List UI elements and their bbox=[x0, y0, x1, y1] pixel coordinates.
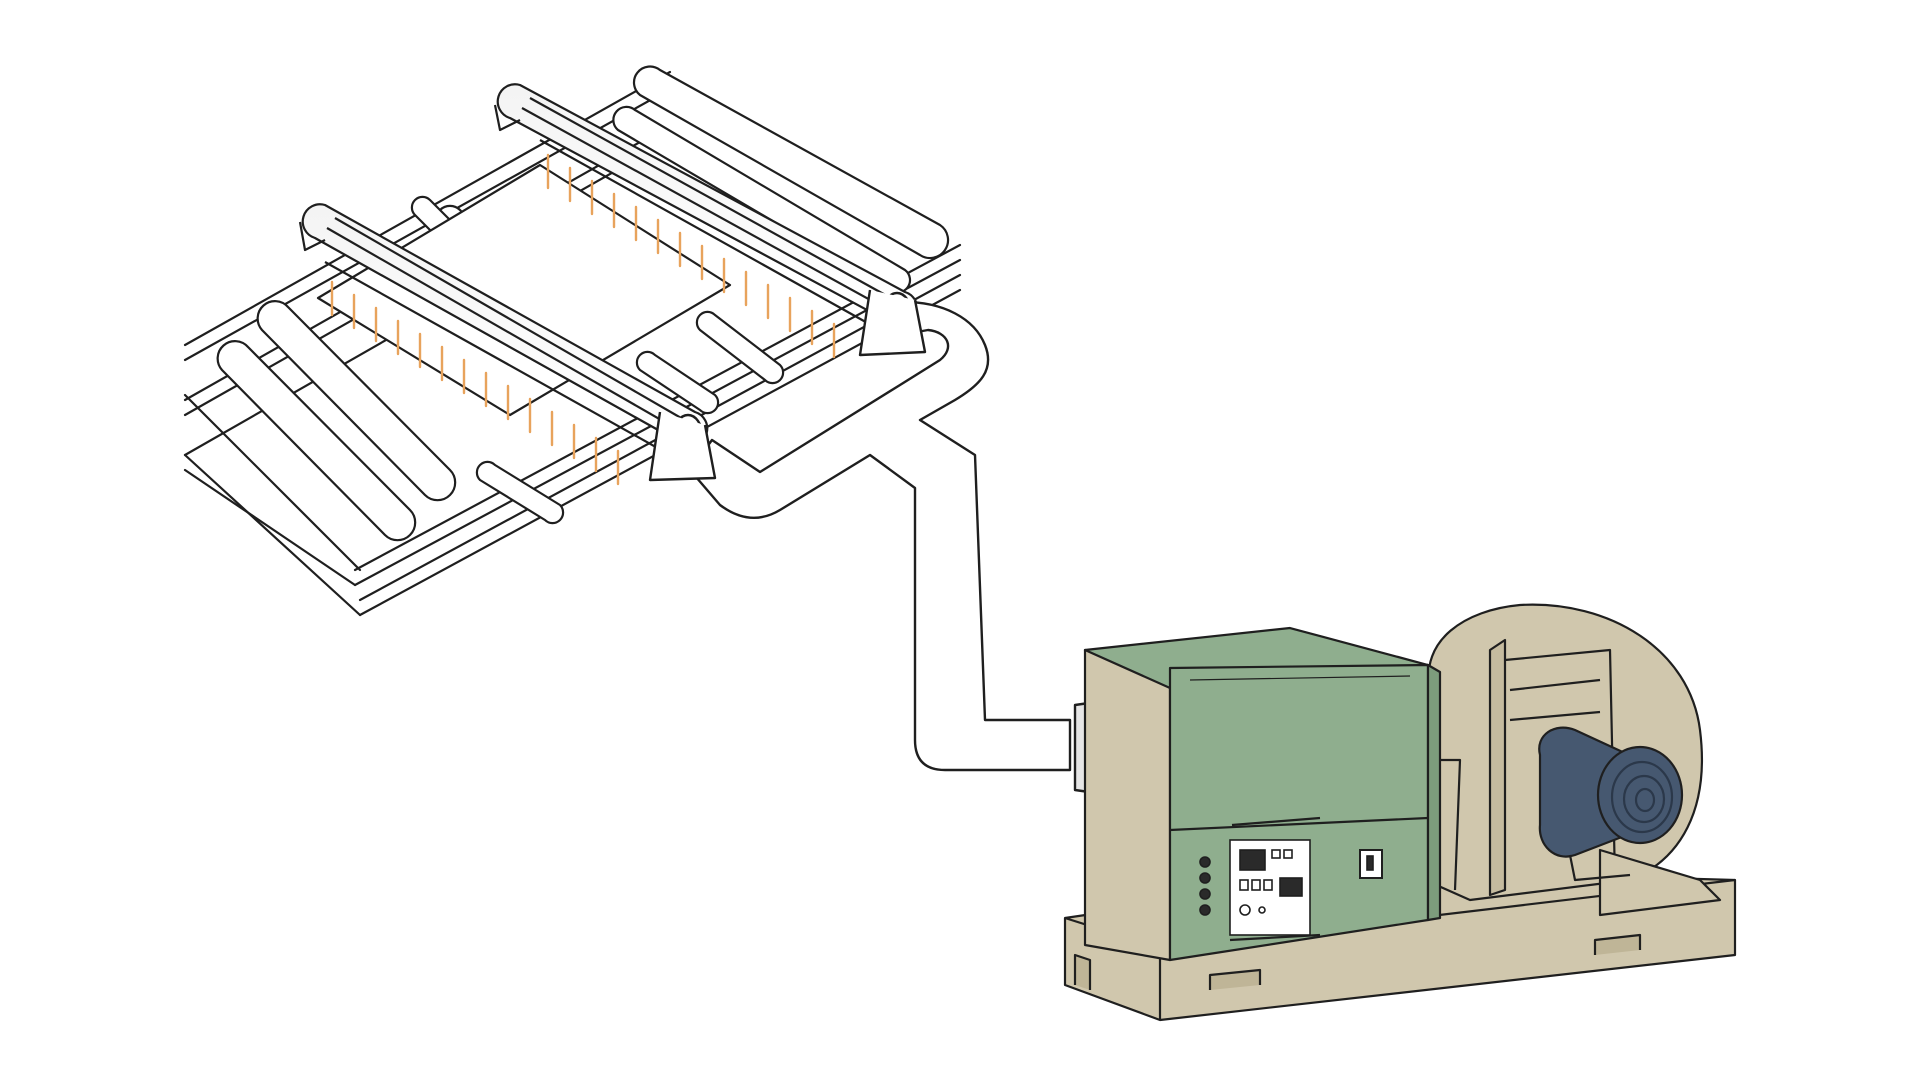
indicator-light bbox=[1199, 904, 1211, 916]
forklift-pocket bbox=[1593, 933, 1642, 955]
control-panel bbox=[1199, 816, 1383, 942]
indicator-lights bbox=[1199, 856, 1211, 916]
roller bbox=[216, 340, 417, 542]
motor bbox=[1538, 726, 1684, 882]
air-duct bbox=[648, 289, 1152, 797]
indicator-light bbox=[1199, 856, 1211, 868]
conveyor-end-line bbox=[183, 453, 362, 617]
air-jets bbox=[330, 153, 836, 486]
forklift-pocket bbox=[1208, 968, 1262, 990]
indicator-light bbox=[1199, 888, 1211, 900]
roller bbox=[695, 310, 785, 385]
roller bbox=[475, 460, 565, 525]
roller bbox=[632, 65, 950, 260]
conveyor-end-line bbox=[183, 393, 362, 572]
duct-branch-rear bbox=[688, 300, 1072, 772]
roller bbox=[635, 350, 720, 415]
timer-display bbox=[1279, 877, 1303, 897]
temperature-display bbox=[1239, 849, 1266, 871]
air-knife-front bbox=[298, 203, 709, 456]
roller bbox=[256, 300, 457, 502]
indicator-light bbox=[1199, 872, 1211, 884]
conveyor-end-line bbox=[183, 468, 357, 587]
